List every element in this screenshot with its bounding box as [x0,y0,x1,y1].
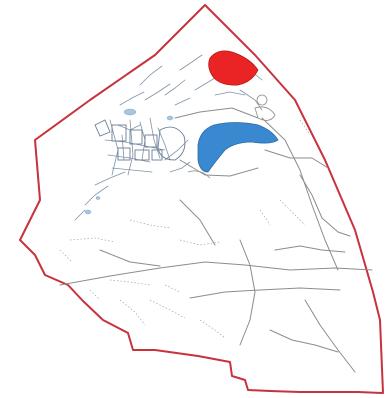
blue-zone[interactable] [197,122,279,173]
red-zone[interactable] [208,50,259,86]
water-speck [84,209,92,215]
feature [279,199,306,226]
loop [187,170,211,179]
loop-features [187,94,276,179]
district-line [264,149,329,169]
scattered-features [59,119,311,339]
street [149,117,161,159]
street [84,185,109,206]
territory-boundary[interactable] [19,4,384,394]
district-line [239,239,256,346]
loop [256,94,268,106]
feature [59,249,73,263]
street [214,91,246,96]
street [164,79,186,96]
feature [299,119,311,136]
street [157,127,171,161]
district-line [179,159,259,177]
urban-block [157,126,186,161]
street [144,83,171,101]
district-line [299,174,351,237]
street [169,161,191,173]
street [74,209,86,221]
district-line [59,261,373,286]
urban-block [111,124,127,142]
feature [149,299,186,319]
street [139,65,163,86]
street [179,54,203,71]
street [121,134,125,161]
street [94,171,126,186]
district-line [274,245,346,253]
district-lines [59,107,373,373]
district-line [261,117,339,271]
water-speck [95,196,101,200]
water-speck [166,115,174,121]
street [127,119,134,176]
street [119,91,145,106]
water-speck [123,108,137,116]
district-line [174,107,259,119]
urban-blocks [94,119,186,161]
district-line [99,249,161,267]
loop [254,106,276,121]
district-line [189,287,341,299]
feature [164,284,181,293]
urban-block [129,129,143,145]
district-line [304,299,356,373]
district-line [179,199,216,246]
feature [199,319,226,339]
street [174,97,191,106]
street [194,77,216,91]
feature [69,237,116,243]
urban-block [134,149,150,161]
street [111,167,153,173]
feature [89,289,101,301]
feature [259,209,271,226]
urban-block [94,119,111,137]
urban-block [117,147,131,161]
urban-block [144,134,158,148]
district-line [269,329,339,353]
urban-block [151,149,163,161]
water-specks [84,108,174,215]
